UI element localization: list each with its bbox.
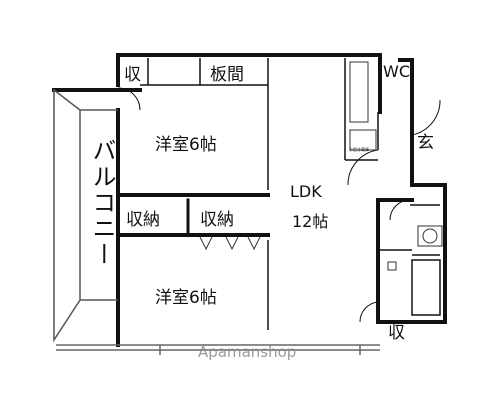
closet-triangles (199, 236, 261, 251)
closet-left-label: 収納 (126, 210, 160, 230)
balcony-rail (53, 88, 118, 343)
toilet-label: WC (383, 62, 410, 81)
closet-right-label: 収納 (200, 210, 234, 230)
ldk-size-label: 12帖 (292, 212, 329, 231)
western-room-upper-label: 洋室6帖 (155, 135, 217, 155)
storage-top-label: 収 (124, 65, 141, 85)
storage-bottom-label: 収 (388, 323, 405, 343)
balcony-label: バルコニー (88, 138, 116, 268)
doors (117, 87, 441, 323)
windows (56, 344, 380, 355)
thin-walls (140, 58, 441, 330)
entrance-label: 玄 (417, 133, 434, 153)
watermark-logo: Apamanshop (198, 343, 297, 361)
walls (52, 53, 447, 347)
fixtures (349, 61, 443, 271)
western-room-lower-label: 洋室6帖 (155, 288, 217, 308)
board-floor-label: 板間 (210, 65, 244, 85)
appliance-note: 小型冷蔵庫 (349, 147, 369, 152)
ldk-name-label: LDK (290, 182, 322, 201)
